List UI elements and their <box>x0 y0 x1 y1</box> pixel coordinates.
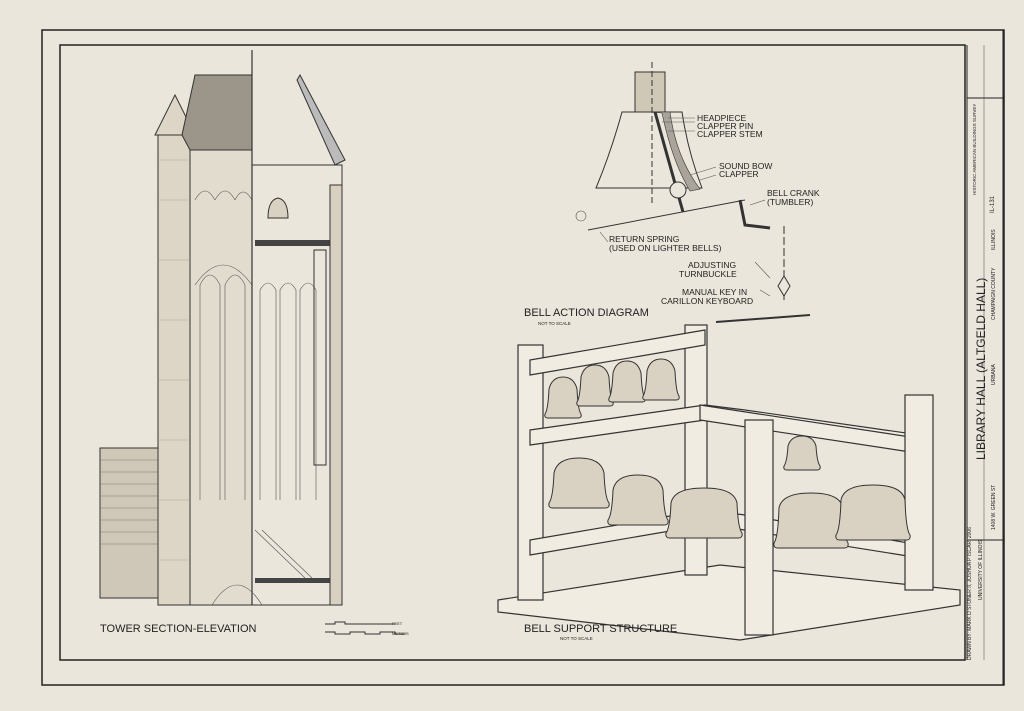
state: ILLINOIS <box>991 229 997 250</box>
callout-manual-key: MANUAL KEY IN <box>682 287 747 297</box>
title-block: LIBRARY HALL (ALTGELD HALL) URBANA CHAMP… <box>966 45 1003 660</box>
callout-clapper-stem: CLAPPER STEM <box>697 129 763 139</box>
bell-support-title: BELL SUPPORT STRUCTURE <box>524 623 677 635</box>
tower-title: TOWER SECTION-ELEVATION <box>100 623 257 635</box>
callout-adjusting: ADJUSTING <box>688 260 736 270</box>
outer-border <box>41 29 1005 686</box>
bell-support-note: NOT TO SCALE <box>560 636 593 641</box>
scale-meters-label: METERS <box>392 631 409 636</box>
callout-turnbuckle: TURNBUCKLE <box>679 269 737 279</box>
callout-return-spring-note: (USED ON LIGHTER BELLS) <box>609 243 722 253</box>
city: URBANA <box>991 363 997 385</box>
callout-clapper-pin: CLAPPER PIN <box>697 121 753 131</box>
callout-return-spring: RETURN SPRING <box>609 234 679 244</box>
owner: UNIVERSITY OF ILLINOIS <box>978 539 984 600</box>
callout-sound-bow: SOUND BOW <box>719 161 772 171</box>
address: 1408 W. GREEN ST <box>991 485 997 530</box>
callout-clapper: CLAPPER <box>719 169 759 179</box>
callout-carillon-keyboard: CARILLON KEYBOARD <box>661 296 753 306</box>
callout-tumbler: (TUMBLER) <box>767 197 813 207</box>
bell-support-structure <box>497 324 961 641</box>
agency: HISTORIC AMERICAN BUILDINGS SURVEY <box>972 104 977 195</box>
callout-bell-crank: BELL CRANK <box>767 188 820 198</box>
bell-action-note: NOT TO SCALE <box>538 321 571 326</box>
county: CHAMPAIGN COUNTY <box>991 267 997 320</box>
tower-section-elevation <box>99 50 346 606</box>
drawn-by: DRAWN BY: MARK D STONER II, JOSHUA P ISC… <box>967 527 973 660</box>
bell-action-diagram <box>575 62 811 323</box>
scale-bar: FEET METERS <box>325 621 409 636</box>
survey-number: IL-131 <box>990 195 996 213</box>
inner-border <box>59 44 966 661</box>
scale-feet-label: FEET <box>392 621 403 626</box>
building-name: LIBRARY HALL (ALTGELD HALL) <box>974 278 988 460</box>
callout-headpiece: HEADPIECE <box>697 113 746 123</box>
bell-action-title: BELL ACTION DIAGRAM <box>524 307 649 319</box>
